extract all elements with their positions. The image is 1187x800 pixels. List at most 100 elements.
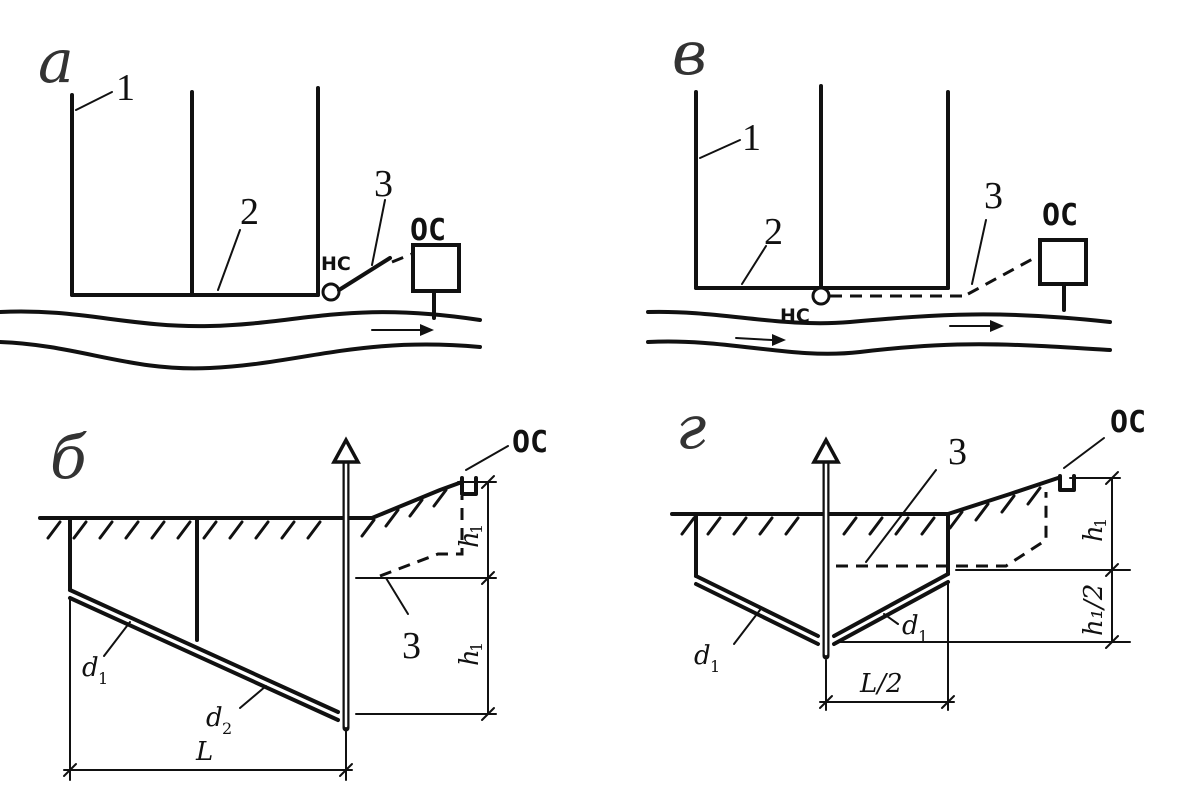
panel-v-flow-arrow-1 [735,337,773,341]
panel-a-river-bank-lower [0,340,482,371]
panel-b-d2-leader [239,685,267,709]
panel-b-ground-slope [370,480,464,520]
svg-text:1: 1 [467,524,486,534]
panel-b-dim-tick-3 [481,707,495,721]
panel-g-leader-3 [865,469,937,563]
svg-text:1: 1 [710,657,720,676]
panel-v-treatment-plant-label: ОС [1042,198,1078,233]
panel-b-pressure-main-dashed [379,496,464,578]
panel-v-callout-2: 2 [764,211,783,253]
panel-a: а 1 2 НС 3 ОС [0,27,482,371]
panel-a-flow-arrowhead-icon [420,324,434,336]
panel-v-river-bank-lower [646,339,1112,356]
panel-b-letter: б [50,423,87,493]
panel-g-callout-3: 3 [948,431,967,473]
panel-v-treatment-plant-icon [1038,238,1088,286]
panel-v-pressure-main-dashed-rise [967,254,1039,296]
panel-a-callout-3: 3 [374,163,393,205]
panel-g-ground-hatching [680,486,1042,536]
panel-v-leader-2 [741,245,767,285]
panel-v-flow-arrowhead-1-icon [772,334,786,346]
panel-a-letter: а [38,27,74,97]
panel-b-collector-upper [68,588,340,714]
panel-g-dim-tick-3 [1105,635,1119,649]
panel-g-rise-arrow-icon [811,436,841,464]
panel-v-leader-3 [971,219,987,285]
panel-b-d2-label: d 2 [206,703,232,738]
panel-a-pressure-main [337,256,392,292]
panel-g-plant-leader [1063,437,1105,469]
panel-v-callout-3: 3 [984,175,1003,217]
panel-a-pump-station-label: НС [321,253,351,275]
panel-g-d1-right-leader [883,613,899,625]
svg-text:h: h [1079,525,1109,542]
panel-b-h1-bottom-label: h 1 [455,642,486,666]
panel-g-treatment-plant-label: ОС [1110,405,1146,440]
panel-v-callout-1: 1 [742,117,761,159]
panel-b-dim-tick-l1 [63,763,77,777]
panel-a-leader-1 [75,91,113,111]
panel-g-d1-left-label: d 1 [694,641,720,676]
panel-b-rise-arrow-icon [331,436,361,464]
panel-g-d1-right-label: d 1 [902,611,928,646]
svg-text:1: 1 [467,642,486,652]
panel-a-callout-2: 2 [240,191,259,233]
panel-b-d1-label: d 1 [82,653,108,688]
panel-g-collector-right-upper [832,572,950,638]
panel-a-leader-3 [371,199,386,266]
panel-b-treatment-plant-icon [460,476,478,496]
panel-v-pump-station-icon [811,286,831,306]
panel-g-collector-left-upper [694,574,820,638]
panel-g-dim-tick-l2 [941,695,955,709]
panel-g-ground-slope [946,476,1060,516]
panel-a-pressure-main-dashed [391,252,413,264]
svg-text:d: d [206,703,223,733]
panel-a-callout-1: 1 [116,67,135,109]
panel-b-callout-3: 3 [402,625,421,667]
panel-a-river-bank-upper [0,309,482,329]
panel-b-length-label: L [195,737,213,767]
panel-b-dim-tick-1 [481,475,495,489]
panel-b-treatment-plant-label: ОС [512,425,548,460]
panel-b-dim-tick-2 [481,571,495,585]
panel-g-d1-left-leader [733,609,761,645]
svg-text:d: d [82,653,99,683]
panel-g-h1-half-label: h₁/2 [1079,584,1109,636]
panel-a-treatment-plant-label: ОС [410,213,446,248]
panel-g-collector-right-lower [832,580,950,646]
svg-text:h: h [455,649,485,666]
svg-text:h: h [455,531,485,548]
panel-a-treatment-plant-icon [411,243,461,293]
svg-text:1: 1 [98,669,108,688]
panel-g-dim-tick-l1 [819,695,833,709]
svg-text:1: 1 [918,627,928,646]
panel-b-h1-top-label: h 1 [455,524,486,548]
svg-text:d: d [694,641,711,671]
panel-b-dim-tick-l2 [339,763,353,777]
panel-b-leader-3 [385,577,409,615]
panel-g-pressure-main-dashed [836,492,1048,568]
panel-g-h1-top-label: h 1 [1079,518,1110,542]
panel-b-plant-leader [465,445,509,471]
svg-text:d: d [902,611,919,641]
panel-g-dim-tick-1 [1105,471,1119,485]
panel-b-ground-hatching [46,488,448,540]
panel-b: б [38,423,548,781]
panel-b-d1-leader [103,621,131,657]
panel-g-letter: г [676,393,706,463]
panel-v-letter: в [672,19,707,89]
panel-g-treatment-plant-icon [1058,474,1076,492]
panel-a-leader-2 [217,229,241,291]
svg-text:2: 2 [222,719,232,738]
panel-g-dim-tick-2 [1105,563,1119,577]
panel-v-river-bank-upper [646,309,1112,326]
panel-b-collector-lower [68,596,340,722]
panel-v-flow-arrowhead-2-icon [990,320,1004,332]
panel-v: в 1 2 НС 3 ОС [646,19,1112,356]
panel-g-half-length-label: L/2 [859,669,903,699]
panel-g: г 3 [670,393,1146,711]
svg-text:1: 1 [1091,518,1110,528]
panel-a-pump-station-icon [321,282,341,302]
